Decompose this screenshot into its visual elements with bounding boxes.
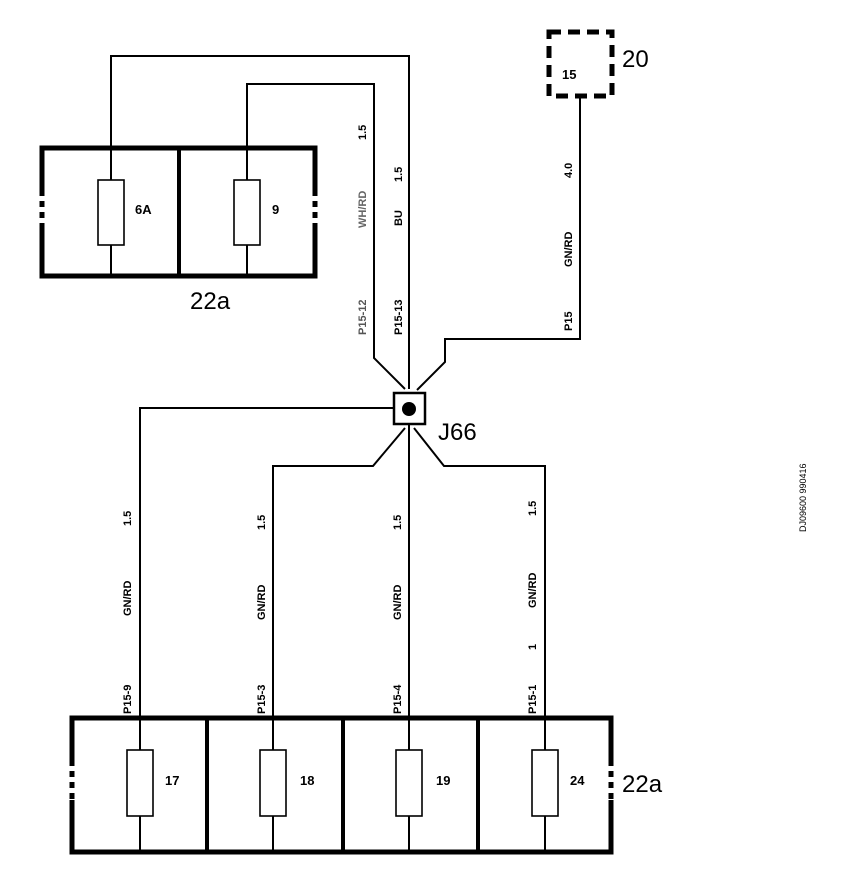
wire-size: 1.5 bbox=[527, 501, 539, 516]
wire-extra-label: 1 bbox=[527, 644, 539, 650]
lower-box-label: 22a bbox=[622, 771, 663, 798]
wire-color: BU bbox=[393, 210, 405, 226]
wire-size: 1.5 bbox=[256, 515, 268, 530]
wire-color: GN/RD bbox=[527, 573, 539, 609]
wire-size: 1.5 bbox=[357, 125, 369, 140]
wire-wh-rd bbox=[246, 83, 406, 390]
component-pin: 15 bbox=[562, 67, 576, 82]
component-20: 15 20 bbox=[546, 29, 649, 99]
fuse-9 bbox=[233, 179, 261, 246]
wire-pin: P15-13 bbox=[393, 300, 405, 335]
fuse-label: 24 bbox=[570, 773, 585, 788]
wire-pin: P15 bbox=[563, 311, 575, 331]
wire-gn-rd-4 bbox=[416, 96, 581, 391]
wire-color: GN/RD bbox=[392, 585, 404, 621]
wire-pin: P15-9 bbox=[122, 685, 134, 714]
wire-size: 1.5 bbox=[392, 515, 404, 530]
wire-size: 1.5 bbox=[122, 511, 134, 526]
junction-j66: J66 bbox=[392, 391, 477, 446]
upper-box-label: 22a bbox=[190, 288, 231, 315]
fuse-19 bbox=[395, 749, 423, 817]
wire-pin: P15-12 bbox=[357, 300, 369, 335]
fuse-17 bbox=[126, 749, 154, 817]
wire-p15-9 bbox=[139, 407, 394, 718]
fuse-label: 19 bbox=[436, 773, 450, 788]
wire-size: 4.0 bbox=[563, 163, 575, 178]
wire-color: GN/RD bbox=[256, 585, 268, 621]
wire-bu bbox=[110, 55, 410, 389]
fuse-label: 18 bbox=[300, 773, 314, 788]
wire-p15-1 bbox=[413, 427, 546, 718]
fuse-18 bbox=[259, 749, 287, 817]
wire-size: 1.5 bbox=[393, 167, 405, 182]
fuse-label: 6A bbox=[135, 202, 152, 217]
fuse-6a bbox=[97, 179, 125, 246]
fuse-label: 17 bbox=[165, 773, 179, 788]
fuse-24 bbox=[531, 749, 559, 817]
drawing-code: DJ09600 990416 bbox=[798, 463, 808, 532]
lower-fuse-box: 17 18 19 24 bbox=[68, 715, 615, 855]
wire-pin: P15-1 bbox=[527, 685, 539, 714]
wire-pin: P15-4 bbox=[392, 684, 404, 714]
wire-color: WH/RD bbox=[357, 191, 369, 228]
component-label: 20 bbox=[622, 46, 649, 73]
wire-p15-3 bbox=[272, 427, 406, 718]
junction-dot bbox=[402, 402, 416, 416]
upper-fuse-box: 6A 9 bbox=[38, 145, 319, 279]
junction-label: J66 bbox=[438, 419, 477, 446]
wire-color: GN/RD bbox=[122, 581, 134, 617]
wire-pin: P15-3 bbox=[256, 685, 268, 714]
wire-color: GN/RD bbox=[563, 232, 575, 268]
fuse-label: 9 bbox=[272, 202, 279, 217]
